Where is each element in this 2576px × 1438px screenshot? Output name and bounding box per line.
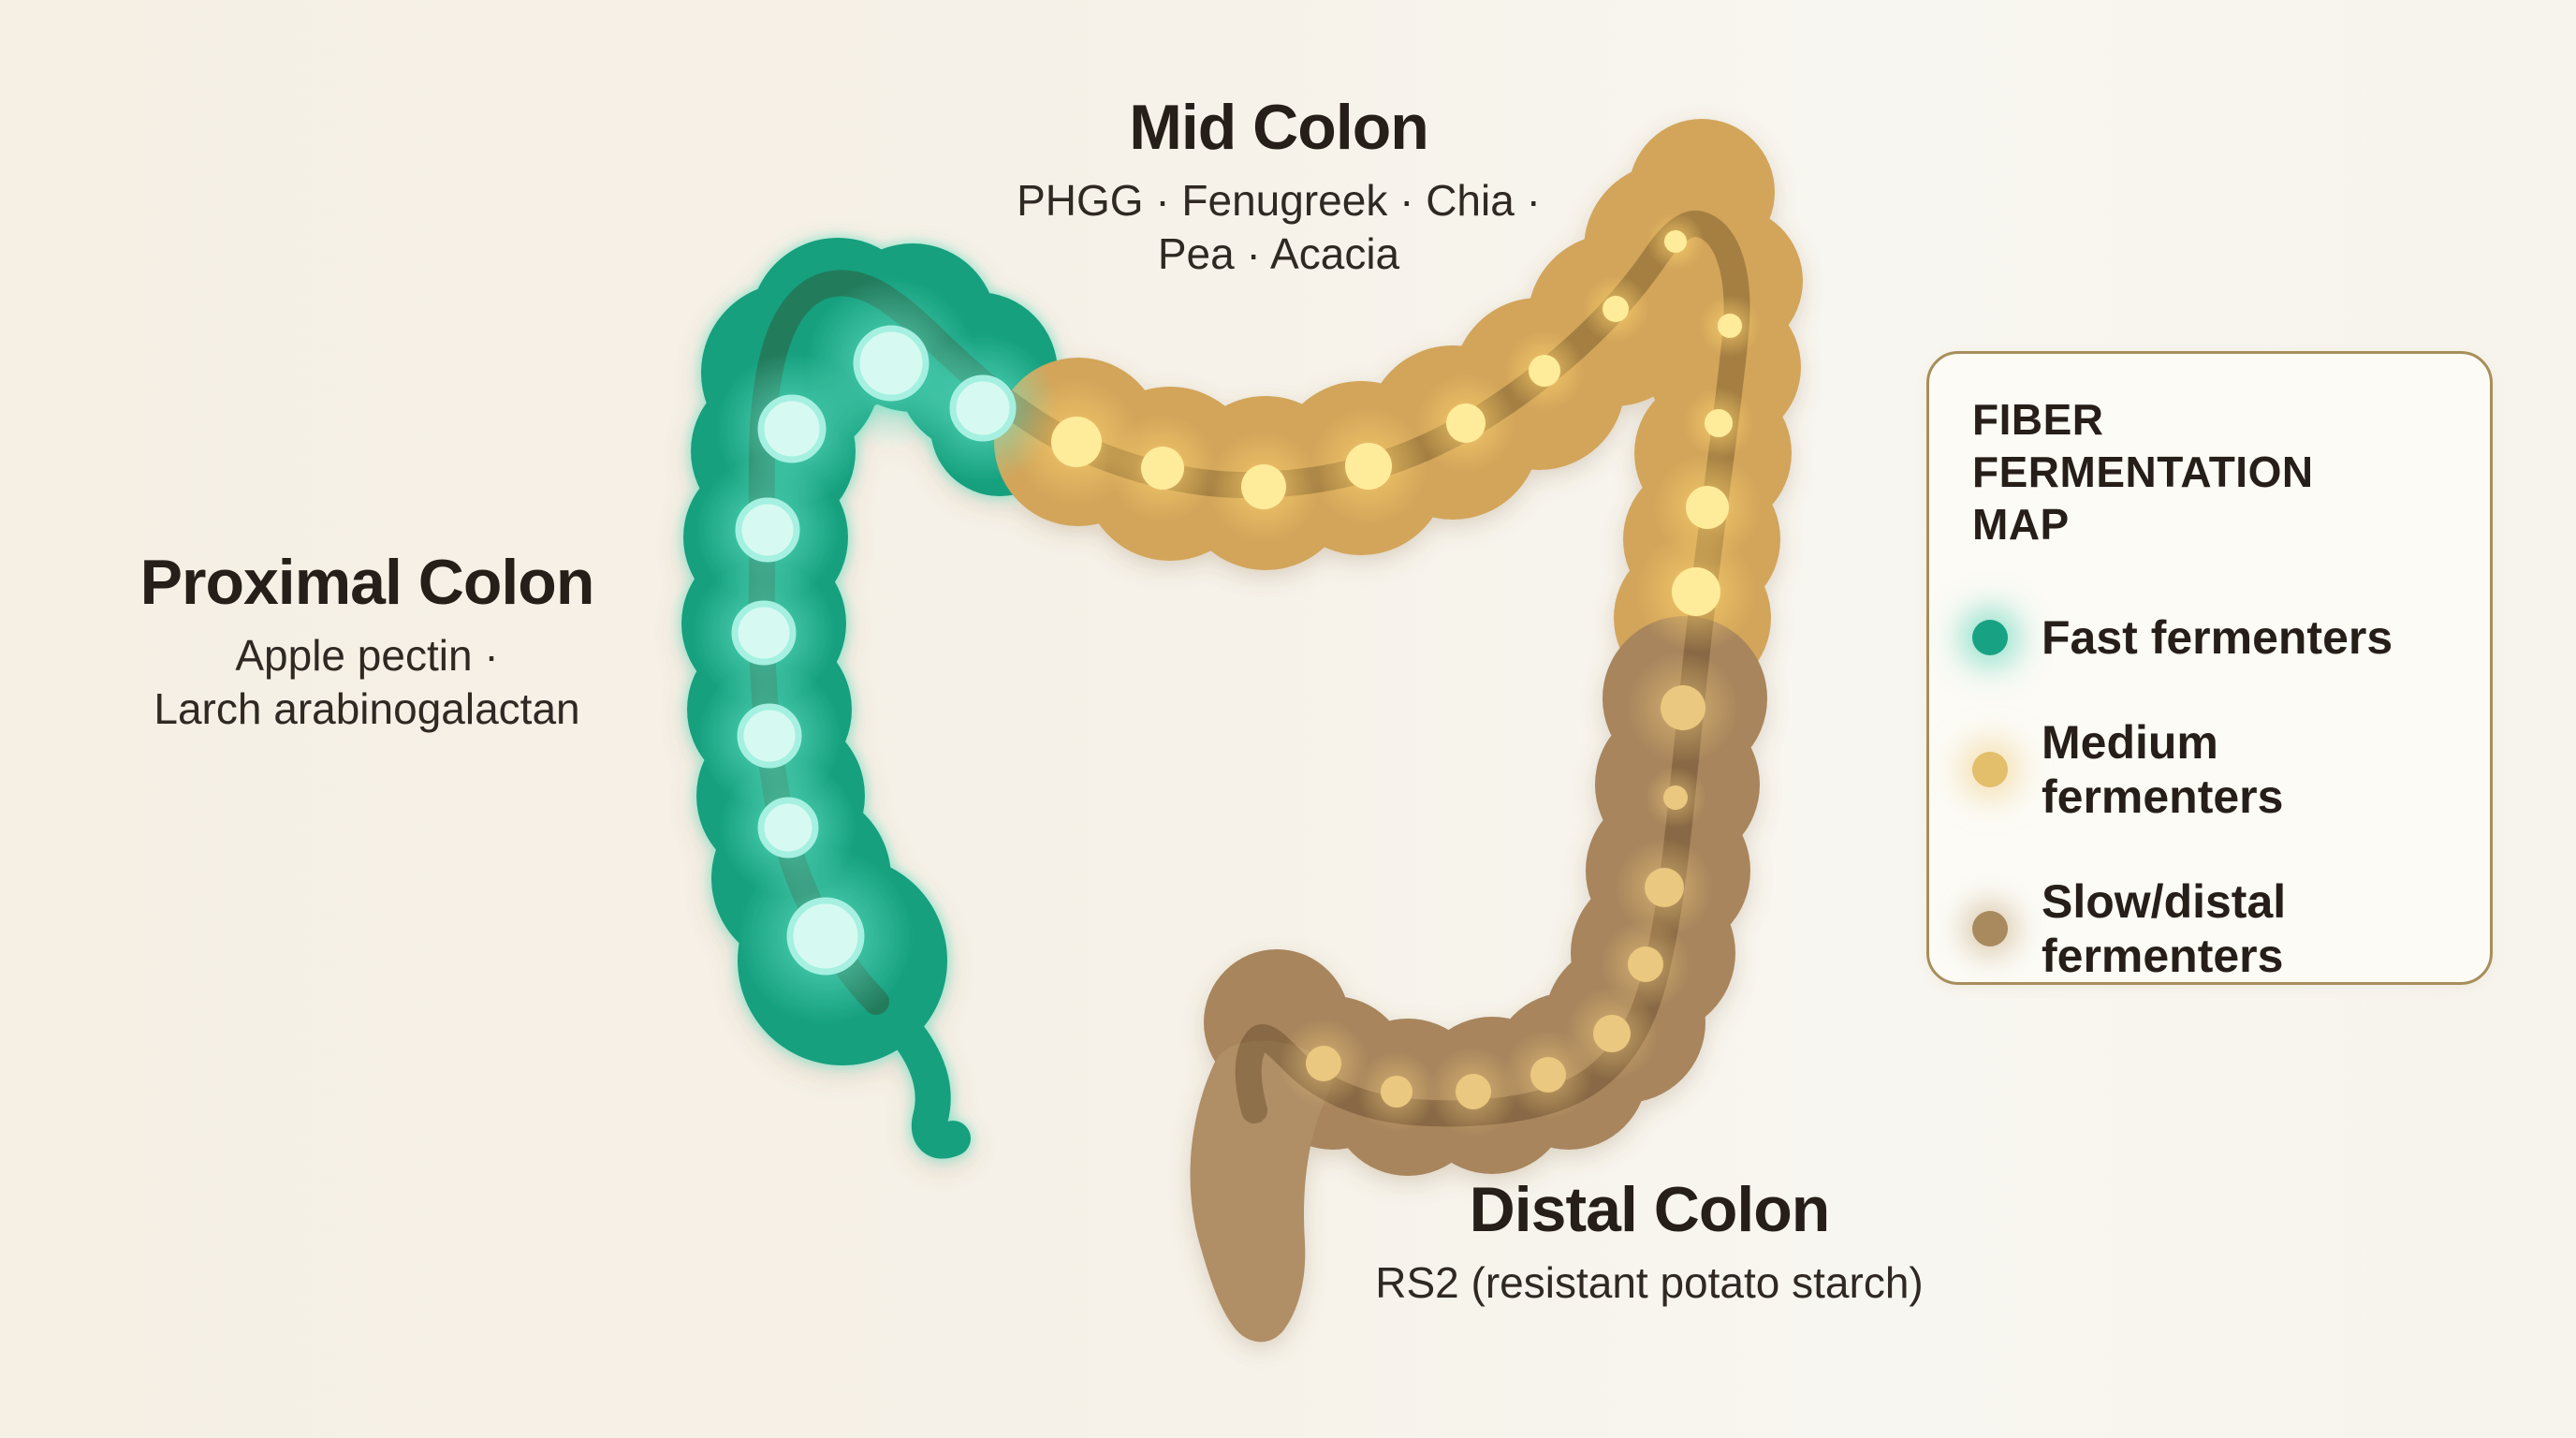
fast-fermenter-dots (691, 277, 1058, 1025)
legend-label-slow: Slow/distal fermenters (2042, 875, 2287, 983)
mid-colon-fibers: PHGG · Fenugreek · Chia · Pea · Acacia (1017, 176, 1541, 279)
mid-colon-label: Mid Colon PHGG · Fenugreek · Chia · Pea … (1017, 94, 1541, 281)
legend-label-medium: Medium fermenters (2042, 716, 2284, 824)
appendix-shape (870, 993, 971, 1159)
fast-fermenters-dot-icon (1972, 620, 2008, 656)
colon-body (681, 119, 1803, 1343)
proximal-colon-title: Proximal Colon (139, 547, 595, 618)
proximal-colon-fibers: Apple pectin · Larch arabinogalactan (154, 631, 580, 734)
slow-fermenters-dot-icon (1972, 911, 2008, 947)
legend-item-fast: Fast fermenters (1972, 610, 2447, 665)
legend: FIBER FERMENTATION MAP Fast fermenters M… (1926, 351, 2493, 985)
rectum-shape (1190, 1040, 1333, 1343)
legend-items: Fast fermenters Medium fermenters Slow/d… (1972, 610, 2447, 983)
distal-colon-label: Distal Colon RS2 (resistant potato starc… (1375, 1176, 1923, 1310)
distal-colon-title: Distal Colon (1469, 1174, 1831, 1245)
legend-label-fast: Fast fermenters (2042, 611, 2393, 665)
legend-item-medium: Medium fermenters (1972, 715, 2447, 824)
medium-fermenter-dots (1013, 213, 1762, 653)
proximal-colon-label: Proximal Colon Apple pectin · Larch arab… (139, 547, 595, 736)
distal-colon-fibers: RS2 (resistant potato starch) (1375, 1258, 1924, 1308)
slow-fermenter-dots (1279, 652, 1739, 1137)
mid-colon-title: Mid Colon (1129, 92, 1429, 163)
medium-fermenters-dot-icon (1972, 752, 2008, 788)
legend-title: FIBER FERMENTATION MAP (1972, 395, 2314, 550)
legend-item-slow: Slow/distal fermenters (1972, 874, 2447, 983)
